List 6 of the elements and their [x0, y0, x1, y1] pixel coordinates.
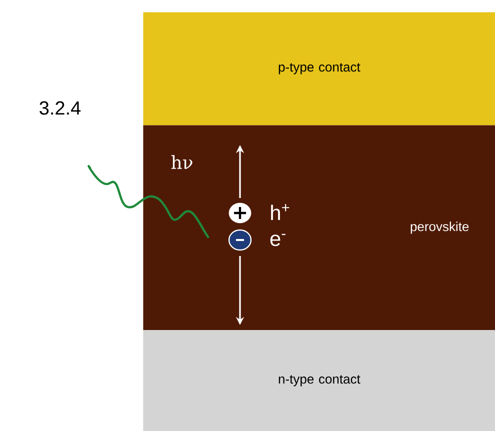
- charge-label: h$^{+}$: [271, 204, 290, 220]
- section-number: 3.2.4: [40, 101, 81, 115]
- layer-band: n-type contact: [143, 330, 495, 431]
- charge-label: e$^{-}$: [270, 234, 286, 246]
- photon-label: hν: [171, 155, 192, 169]
- layer-band: p-type contact: [143, 12, 495, 126]
